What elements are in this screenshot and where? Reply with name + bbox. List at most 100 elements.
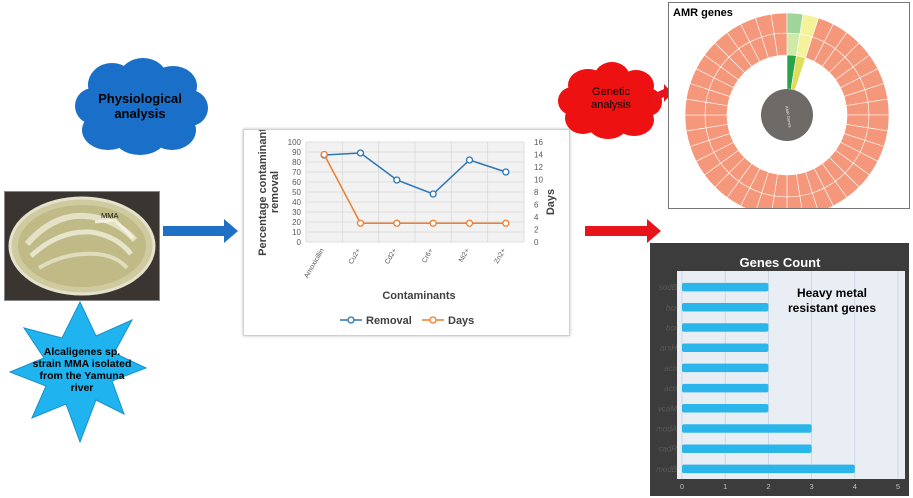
- data-point-days: [429, 219, 437, 227]
- y2-tick-label: 0: [534, 238, 539, 247]
- y-tick-label: 10: [292, 228, 301, 237]
- bar-category-label: acn: [664, 384, 677, 393]
- sunburst-segment: [867, 98, 890, 116]
- bar-category-label: arsH: [660, 344, 677, 353]
- x-tick-label: 0: [680, 482, 684, 491]
- sunburst-segment: [684, 114, 707, 132]
- y-tick-label: 50: [292, 188, 301, 197]
- bar-category-label: sodB: [659, 283, 678, 292]
- y2-tick-label: 10: [534, 176, 543, 185]
- bar: [682, 282, 769, 292]
- data-point-days: [320, 150, 328, 159]
- bar: [682, 424, 812, 433]
- bar-category-label: vcaM: [658, 404, 677, 413]
- data-point-days: [465, 219, 474, 227]
- x-tick-label: Cu2+: [348, 248, 363, 266]
- y2-axis-label: Days: [545, 189, 557, 215]
- bar: [682, 363, 769, 373]
- series-line-removal: [324, 152, 507, 195]
- x-tick-label: Cr6+: [421, 248, 435, 265]
- genetic-label: Genetic analysis: [591, 86, 631, 111]
- legend-label: Removal: [366, 315, 412, 327]
- heavy-metal-label-line: Heavy metal: [797, 286, 867, 300]
- heavy-metal-label-line: resistant genes: [788, 301, 876, 315]
- y-tick-label: 40: [292, 198, 301, 207]
- bar: [682, 383, 769, 393]
- y2-tick-label: 8: [534, 188, 539, 197]
- bar: [682, 323, 769, 332]
- arrow-to-amr: [651, 84, 672, 103]
- bar: [682, 444, 812, 453]
- y-tick-label: 30: [292, 208, 301, 217]
- bar-category-label: cadR: [658, 445, 677, 454]
- sunburst-segment: [786, 12, 804, 35]
- y-axis-label-line: Percentage contaminant: [257, 130, 269, 256]
- right-arrow-red: [585, 219, 661, 243]
- data-point-removal: [465, 156, 474, 164]
- genes-count-title: Genes Count: [740, 255, 822, 270]
- x-tick-label: Cd2+: [384, 248, 399, 266]
- data-point-removal: [356, 149, 365, 157]
- bar-category-label: acn: [664, 364, 677, 373]
- y-tick-label: 20: [292, 218, 301, 227]
- legend-marker: [347, 316, 355, 324]
- genes-count-panel: sodB bcr bcr arsH acn acn vcaM modA cadR modB 0 1 2…: [650, 243, 909, 496]
- sunburst-center-label: AMR Genes: [784, 106, 793, 128]
- bar: [682, 404, 769, 413]
- x-tick-label: 3: [810, 482, 814, 491]
- petri-label: MMA: [101, 211, 119, 220]
- y-axis-label-line: removal: [269, 171, 281, 213]
- x-tick-label: 2: [766, 482, 770, 491]
- legend-label: Days: [448, 315, 474, 327]
- data-point-days: [502, 219, 510, 227]
- sunburst-segment: [770, 12, 788, 35]
- x-tick-label: 1: [723, 482, 727, 491]
- bar-category-label: modA: [656, 425, 677, 434]
- y2-tick-label: 12: [534, 163, 543, 172]
- y-tick-label: 100: [288, 138, 302, 147]
- data-point-removal: [502, 168, 510, 176]
- legend-marker: [429, 316, 437, 324]
- data-point-removal: [393, 176, 401, 184]
- bar-category-label: bcr: [666, 303, 677, 312]
- series-line-days: [323, 154, 506, 224]
- physiological-cloud: [75, 58, 208, 155]
- data-point-days: [393, 219, 401, 227]
- y-tick-label: 80: [292, 158, 301, 167]
- genetic-cloud: [558, 62, 662, 139]
- bar: [682, 464, 855, 474]
- organism-label: Alcaligenes sp. strain MMA isolated from…: [32, 346, 132, 395]
- amr-title: AMR genes: [673, 7, 733, 19]
- y2-tick-label: 14: [534, 151, 543, 160]
- x-tick-label: Ni2+: [458, 248, 471, 264]
- genes-count-chart: sodB bcr bcr arsH acn acn vcaM modA cadR modB 0 1 2…: [656, 255, 905, 491]
- bar: [682, 303, 769, 312]
- bar-category-label: modB: [656, 465, 678, 474]
- y-tick-label: 60: [292, 178, 301, 187]
- x-tick-label: Zn2+: [493, 248, 507, 265]
- bar: [682, 343, 769, 352]
- petri-dish-photo: MMA: [4, 191, 160, 301]
- data-point-removal: [429, 190, 437, 198]
- chart-legend: Removal Days: [340, 315, 474, 327]
- organism-star-shape: [8, 300, 148, 444]
- sunburst-center: [761, 89, 813, 141]
- x-axis-label: Contaminants: [382, 290, 455, 302]
- x-tick-label: 4: [853, 482, 857, 491]
- amr-sunburst: AMR Genes AMR genes: [673, 7, 890, 208]
- x-tick-label: 5: [896, 482, 900, 491]
- y-tick-label: 90: [292, 148, 301, 157]
- y2-tick-label: 6: [534, 201, 539, 210]
- y-tick-label: 70: [292, 168, 301, 177]
- amr-genes-panel: AMR Genes AMR genes: [668, 2, 910, 209]
- physiological-label: Physiological analysis: [98, 91, 182, 121]
- y-tick-label: 0: [297, 238, 302, 247]
- x-tick-label: Amoxicillin: [303, 247, 326, 279]
- bar-category-label: bcr: [666, 324, 677, 333]
- right-arrow-blue: [163, 219, 238, 243]
